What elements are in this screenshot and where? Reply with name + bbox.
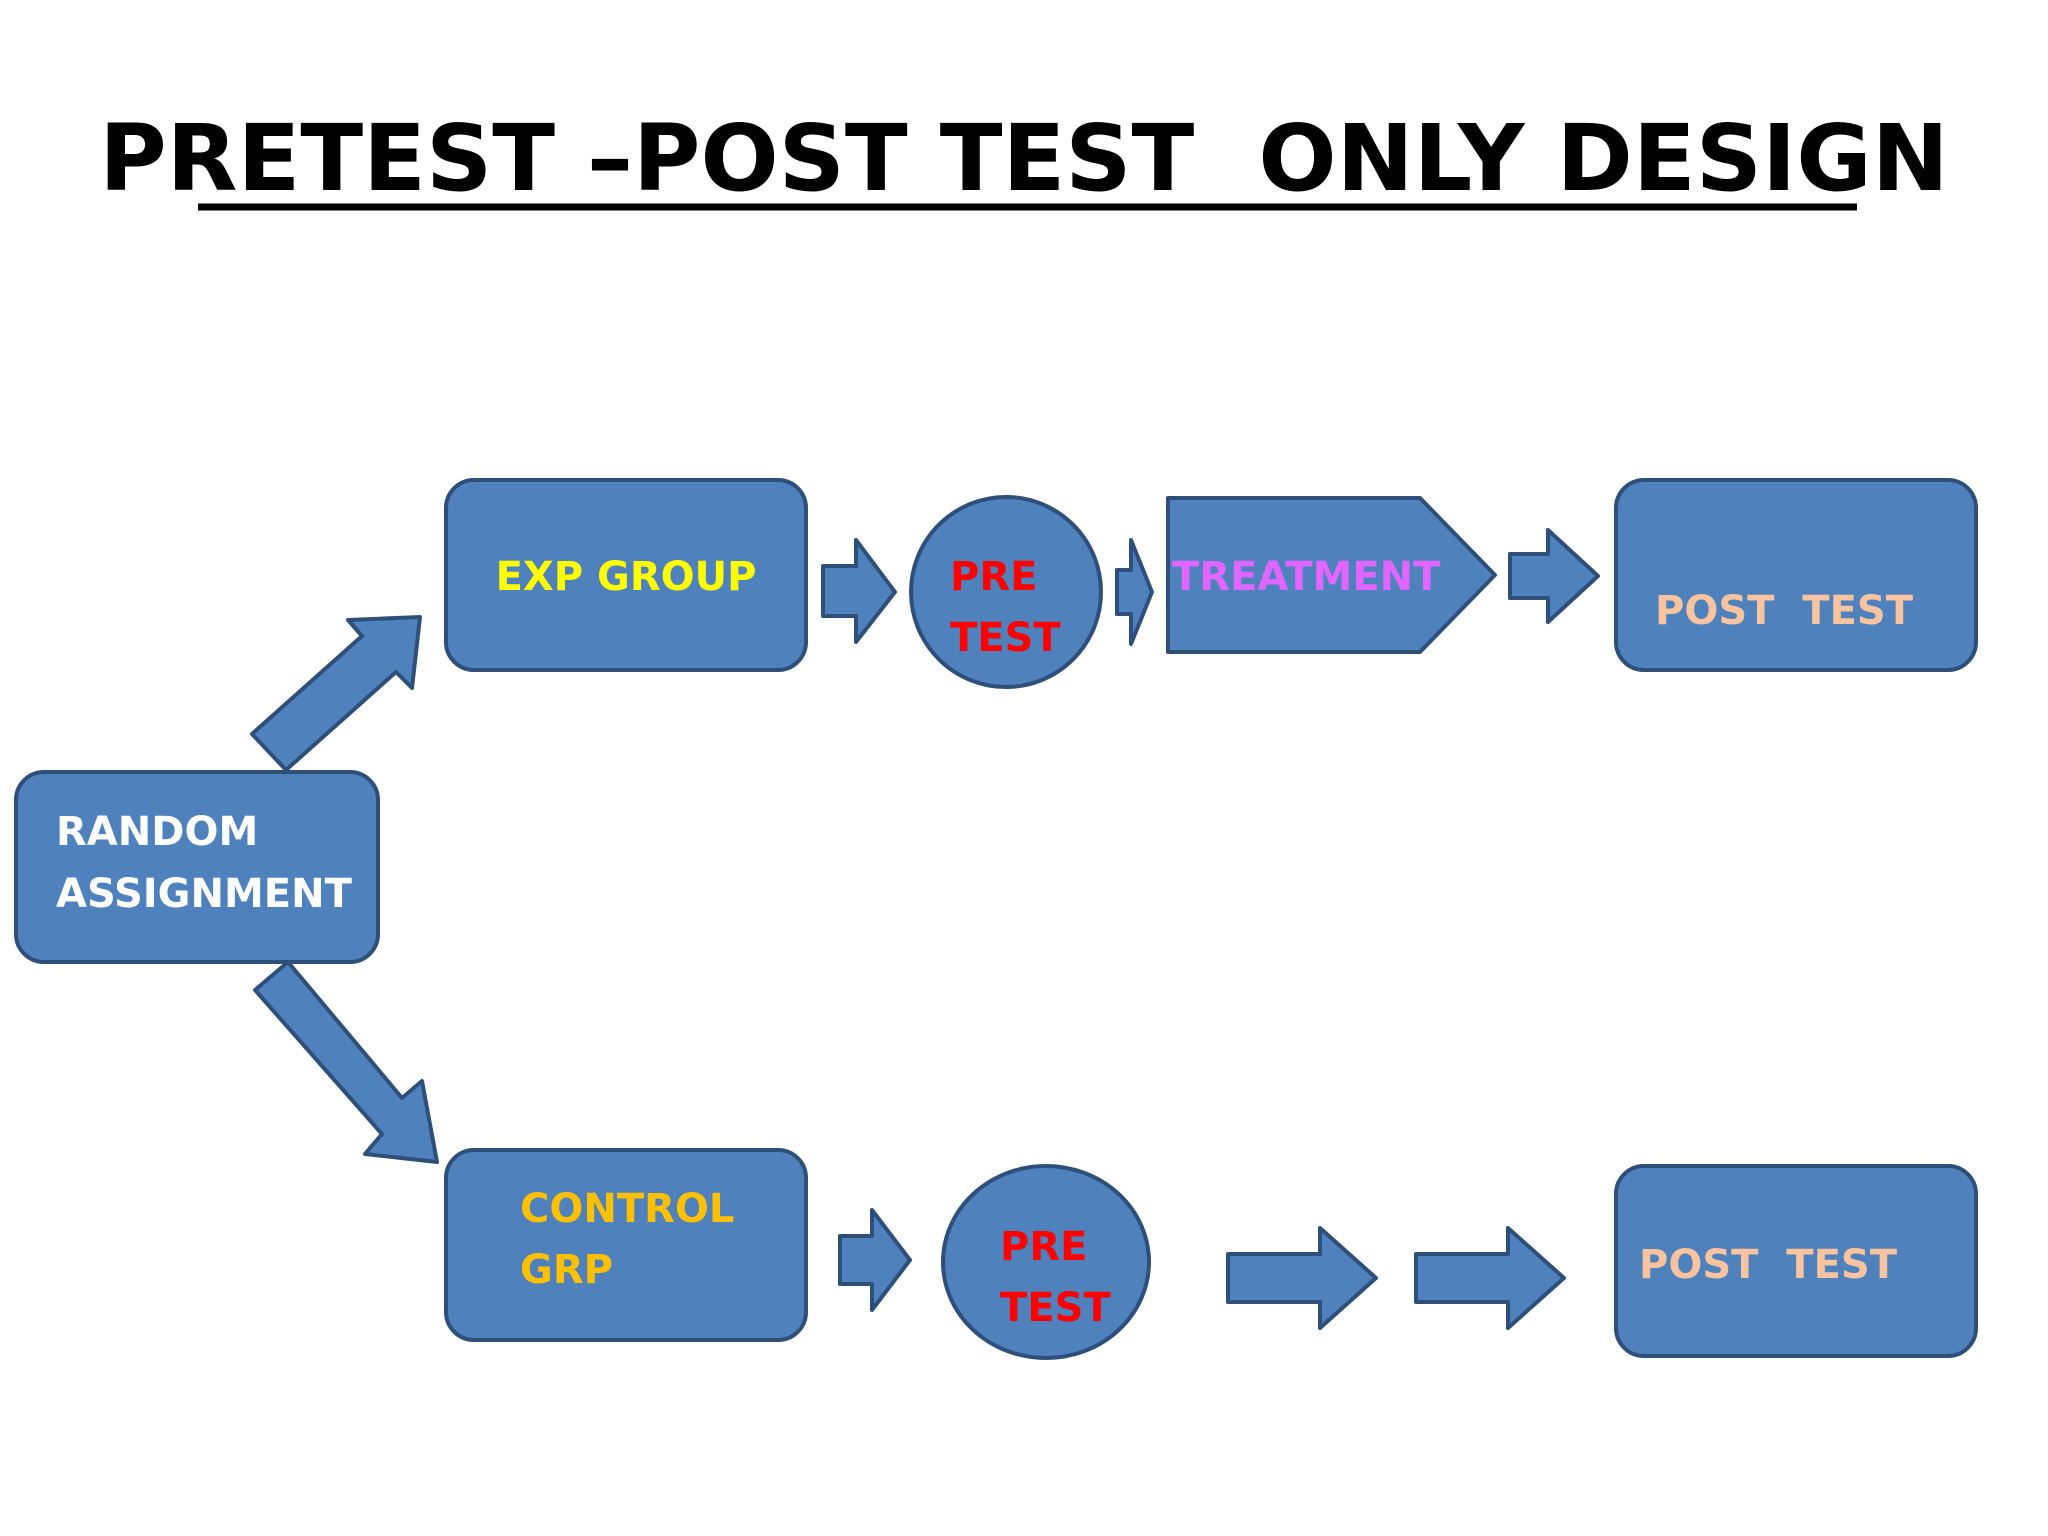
control-group-label-line2: GRP — [520, 1247, 613, 1293]
control-group-label-line1: CONTROL — [520, 1186, 734, 1232]
treatment-label: TREATMENT — [1172, 554, 1441, 600]
random-assignment-label-line2: ASSIGNMENT — [56, 871, 353, 917]
control-post-test-label: POST TEST — [1639, 1242, 1898, 1288]
control-group-node: CONTROL GRP — [444, 1148, 808, 1342]
arrow-exp-to-pretest — [821, 538, 897, 644]
arrow-treatment-to-posttest — [1508, 528, 1600, 624]
control-pre-test-label-line1: PRE — [1000, 1224, 1087, 1270]
control-pre-test-label-line2: TEST — [1000, 1285, 1111, 1331]
control-post-test-node: POST TEST — [1614, 1164, 1978, 1358]
arrow-control-to-pretest — [838, 1208, 912, 1312]
control-pre-test-node: PRE TEST — [941, 1164, 1151, 1360]
exp-group-label: EXP GROUP — [496, 554, 757, 600]
exp-post-test-node: POST TEST — [1614, 478, 1978, 672]
arrow-control-gap-to-posttest — [1414, 1226, 1566, 1330]
arrow-pretest-to-treatment — [1115, 538, 1154, 646]
exp-pre-test-node: PRE TEST — [909, 495, 1103, 689]
arrow-control-pretest-to-gap — [1226, 1226, 1378, 1330]
random-assignment-node: RANDOM ASSIGNMENT — [14, 770, 380, 964]
treatment-node: TREATMENT — [1166, 496, 1497, 654]
exp-post-test-label: POST TEST — [1655, 588, 1914, 634]
exp-group-node: EXP GROUP — [444, 478, 808, 672]
arrow-to-exp-group — [250, 615, 422, 772]
random-assignment-label-line1: RANDOM — [56, 809, 258, 855]
page-title: PRETEST –POST TEST ONLY DESIGN — [99, 105, 1948, 212]
exp-pre-test-label-line2: TEST — [950, 615, 1061, 661]
arrow-to-control-group — [253, 960, 439, 1164]
exp-pre-test-label-line1: PRE — [950, 554, 1037, 600]
